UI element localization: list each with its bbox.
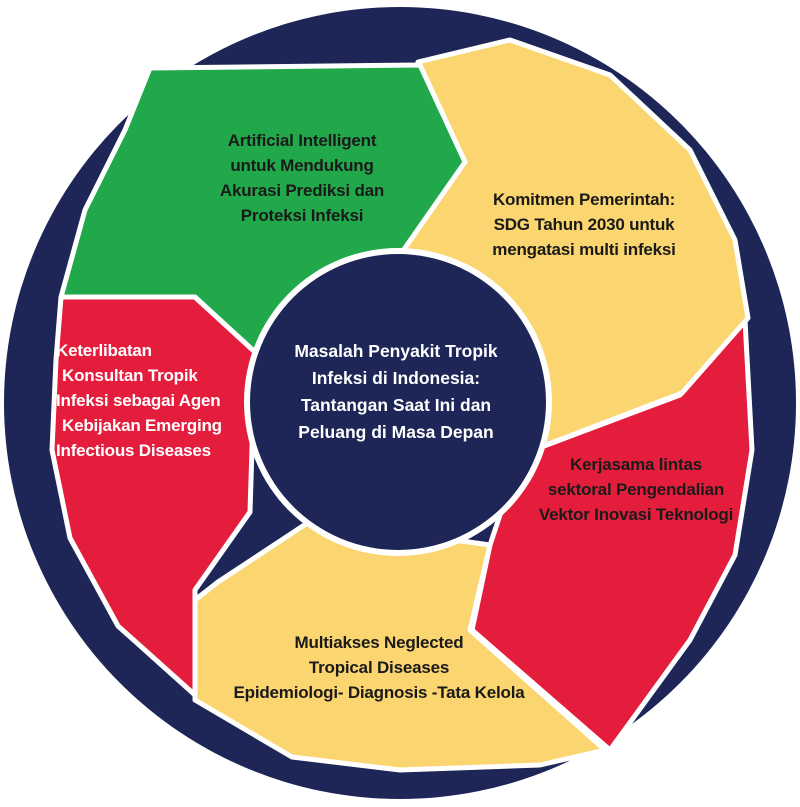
segment-multiakses-line: Epidemiologi- Diagnosis -Tata Kelola [233, 683, 525, 702]
segment-multiakses-line: Tropical Diseases [308, 658, 450, 677]
segment-keterlibatan-label: Keterlibatan Konsultan Tropik Infeksi se… [56, 338, 256, 463]
segment-kerjasama-label: Kerjasama lintas sektoral Pengendalian V… [530, 452, 742, 527]
segment-keterlibatan-line: Keterlibatan [56, 341, 152, 360]
segment-multiakses-label: Multiakses Neglected Tropical Diseases E… [214, 630, 544, 705]
segment-komitmen-line: SDG Tahun 2030 untuk [493, 215, 675, 234]
segment-ai-line: Proteksi Infeksi [240, 206, 364, 225]
segment-kerjasama-line: sektoral Pengendalian [547, 480, 725, 499]
center-title-line: Tantangan Saat Ini dan [300, 395, 492, 415]
segment-kerjasama-line: Kerjasama lintas [570, 455, 702, 474]
segment-ai-label: Artificial Intelligent untuk Mendukung A… [197, 128, 407, 228]
center-title-line: Masalah Penyakit Tropik [294, 341, 498, 361]
segment-ai-line: untuk Mendukung [230, 156, 374, 175]
segment-komitmen-line: Komitmen Pemerintah: [492, 190, 676, 209]
segment-komitmen-line: mengatasi multi infeksi [492, 240, 676, 259]
segment-ai-line: Akurasi Prediksi dan [219, 181, 385, 200]
segment-komitmen-label: Komitmen Pemerintah: SDG Tahun 2030 untu… [478, 187, 690, 262]
center-title-line: Peluang di Masa Depan [298, 422, 494, 442]
center-title-line: Infeksi di Indonesia: [311, 368, 481, 388]
segment-multiakses-line: Multiakses Neglected [294, 633, 464, 652]
segment-kerjasama-line: Vektor Inovasi Teknologi [538, 505, 734, 524]
segment-keterlibatan-line: Infeksi sebagai Agen [56, 391, 221, 410]
center-circle [250, 254, 546, 550]
center-title: Masalah Penyakit Tropik Infeksi di Indon… [246, 338, 546, 446]
segment-ai-line: Artificial Intelligent [227, 131, 377, 150]
segment-keterlibatan-line: Konsultan Tropik [62, 366, 198, 385]
segment-keterlibatan-line: Infectious Diseases [56, 441, 211, 460]
segment-keterlibatan-line: Kebijakan Emerging [62, 416, 222, 435]
